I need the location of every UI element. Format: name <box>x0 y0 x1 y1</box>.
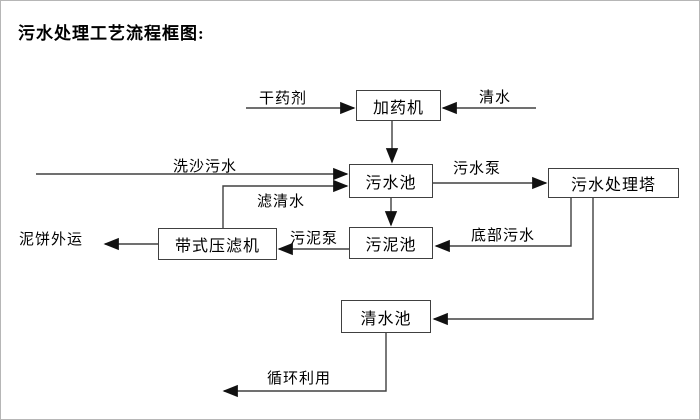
label-dry-agent: 干药剂 <box>259 91 308 107</box>
label-clear-water: 清水 <box>479 90 512 106</box>
node-dosing-machine: 加药机 <box>356 90 441 121</box>
label-bottom-sewage: 底部污水 <box>471 228 536 244</box>
label-sewage-pump: 污水泵 <box>453 161 502 177</box>
node-clear-water-pool: 清水池 <box>341 300 431 333</box>
node-sewage-pool: 污水池 <box>349 164 433 198</box>
arrow-filtered-water-to-sewage <box>222 179 349 228</box>
node-belt-filter-press: 带式压滤机 <box>158 228 277 260</box>
label-recycle: 循环利用 <box>267 371 332 387</box>
node-sludge-pool: 污泥池 <box>349 227 433 259</box>
arrow-recycle-out <box>222 333 387 398</box>
arrow-tower-to-clear-pool <box>432 198 594 326</box>
label-sludge-pump: 污泥泵 <box>290 231 339 247</box>
label-filtered-water: 滤清水 <box>257 194 306 210</box>
arrow-bottom-sewage-to-sludge <box>434 198 572 253</box>
label-sand-washing-sewage: 洗沙污水 <box>173 159 238 175</box>
label-mud-cake-out: 泥饼外运 <box>19 232 84 248</box>
node-treatment-tower: 污水处理塔 <box>548 168 679 198</box>
diagram-title: 污水处理工艺流程框图: <box>18 24 205 43</box>
